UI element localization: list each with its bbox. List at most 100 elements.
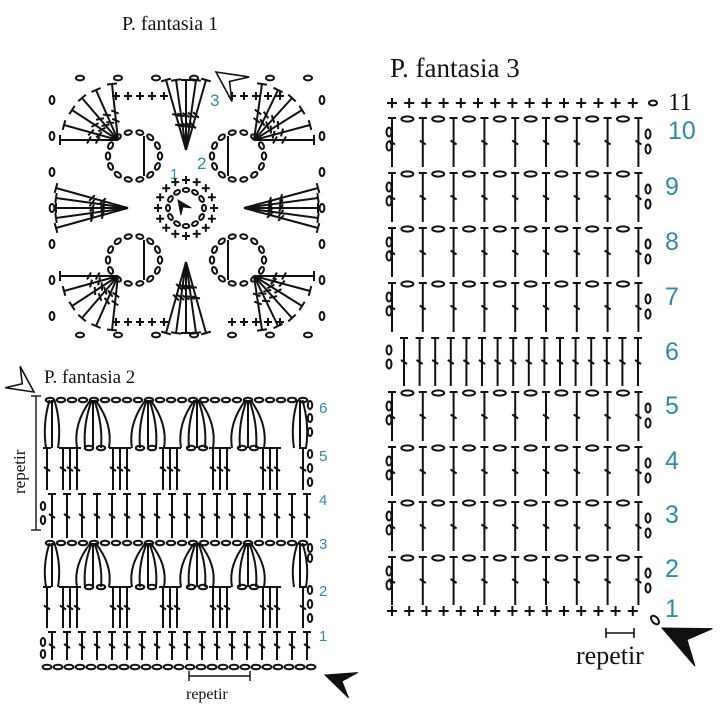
chain-stitch — [492, 444, 507, 452]
single-crochet — [182, 232, 190, 240]
double-crochet — [603, 556, 612, 605]
chain-stitch — [165, 539, 177, 547]
single-crochet — [524, 606, 535, 616]
chain-stitch — [644, 417, 652, 429]
double-crochet — [288, 493, 296, 538]
chain-stitch — [306, 477, 314, 487]
chain-stitch — [644, 128, 652, 140]
chain-stitch — [462, 280, 476, 288]
single-crochet — [507, 606, 518, 616]
double-crochet — [418, 501, 427, 551]
double-crochet — [303, 493, 311, 538]
double-crochet — [168, 631, 176, 660]
double-crochet — [183, 631, 191, 660]
chain-stitch — [306, 543, 314, 553]
single-crochet — [421, 98, 432, 108]
d3-row-number: 2 — [665, 555, 679, 583]
double-crochet — [93, 631, 101, 660]
chain-stitch — [385, 510, 393, 522]
chain-stitch — [165, 396, 177, 404]
treble-crochet — [253, 93, 297, 141]
chain-stitch — [146, 170, 155, 179]
chain-stitch — [462, 499, 476, 507]
double-crochet — [480, 172, 489, 222]
chain-stitch — [385, 400, 393, 412]
single-crochet — [473, 606, 483, 616]
double-crochet — [136, 92, 144, 100]
double-crochet — [136, 318, 144, 326]
d3-row-number: 6 — [665, 338, 679, 366]
chain-stitch — [318, 95, 326, 105]
double-crochet — [153, 631, 161, 660]
treble-crochet — [253, 86, 283, 141]
chain-stitch — [554, 499, 569, 507]
chain-stitch — [165, 203, 171, 213]
chain-stitch — [523, 444, 538, 452]
double-crochet — [78, 493, 86, 538]
double-crochet — [116, 447, 124, 490]
treble-crochet — [253, 275, 306, 311]
d1-row-number: 2 — [197, 154, 207, 173]
chain-stitch — [121, 539, 133, 547]
treble-crochet — [54, 192, 129, 209]
chain-stitch — [239, 233, 249, 240]
chain-stitch — [173, 220, 181, 227]
single-crochet — [171, 178, 180, 187]
double-crochet — [634, 117, 643, 167]
treble-crochet — [59, 271, 118, 281]
double-crochet — [634, 337, 642, 386]
double-crochet — [542, 446, 550, 496]
chain-stitch — [211, 162, 219, 171]
chain-stitch — [48, 239, 56, 249]
chain-stitch — [123, 233, 133, 240]
double-crochet — [634, 391, 643, 441]
chain-stitch — [83, 444, 95, 452]
chain-stitch — [107, 141, 115, 150]
repeat-bracket — [188, 671, 251, 681]
chain-stitch — [554, 170, 569, 178]
chain-stitch — [167, 213, 174, 221]
chain-stitch — [132, 396, 144, 404]
chain-stitch — [48, 95, 56, 105]
chain-stitch — [151, 663, 163, 671]
treble-crochet — [55, 203, 128, 213]
d2-row-number: 1 — [319, 628, 328, 645]
single-crochet — [524, 98, 535, 108]
chain-stitch — [492, 170, 507, 178]
d3-row-number: 7 — [665, 283, 679, 311]
chain-stitch — [400, 280, 415, 288]
double-crochet — [556, 337, 564, 386]
single-crochet — [438, 98, 449, 108]
chain-stitch — [48, 275, 56, 285]
chain-stitch — [85, 663, 97, 671]
chain-stitch — [107, 663, 119, 671]
chain-stitch — [523, 499, 538, 507]
chain-stitch — [644, 198, 652, 210]
double-crochet — [480, 117, 489, 167]
chain-stitch — [275, 539, 287, 547]
chain-stitch — [385, 140, 393, 152]
chain-stitch — [209, 539, 221, 547]
chain-stitch — [294, 663, 306, 671]
chain-stitch — [385, 236, 393, 248]
chain-stitch — [492, 225, 507, 233]
chain-stitch — [585, 554, 600, 562]
double-crochet — [73, 586, 81, 628]
double-crochet — [603, 501, 612, 551]
d2-row-number: 6 — [319, 400, 328, 417]
chain-stitch — [554, 115, 569, 123]
double-crochet — [240, 318, 248, 326]
chain-stitch — [644, 457, 652, 469]
double-crochet — [252, 318, 260, 326]
d2-repeat-label-bottom: repetir — [186, 686, 228, 703]
chain-stitch — [462, 444, 476, 452]
treble-crochet — [243, 207, 320, 224]
diagram-3-grid — [385, 98, 660, 638]
double-crochet — [449, 227, 458, 277]
double-crochet — [418, 172, 427, 222]
start-arrows — [5, 70, 713, 699]
chain-stitch — [197, 583, 209, 591]
diagram-2-title: P. fantasia 2 — [44, 367, 136, 388]
chain-stitch — [492, 280, 507, 288]
chain-stitch — [113, 331, 123, 339]
